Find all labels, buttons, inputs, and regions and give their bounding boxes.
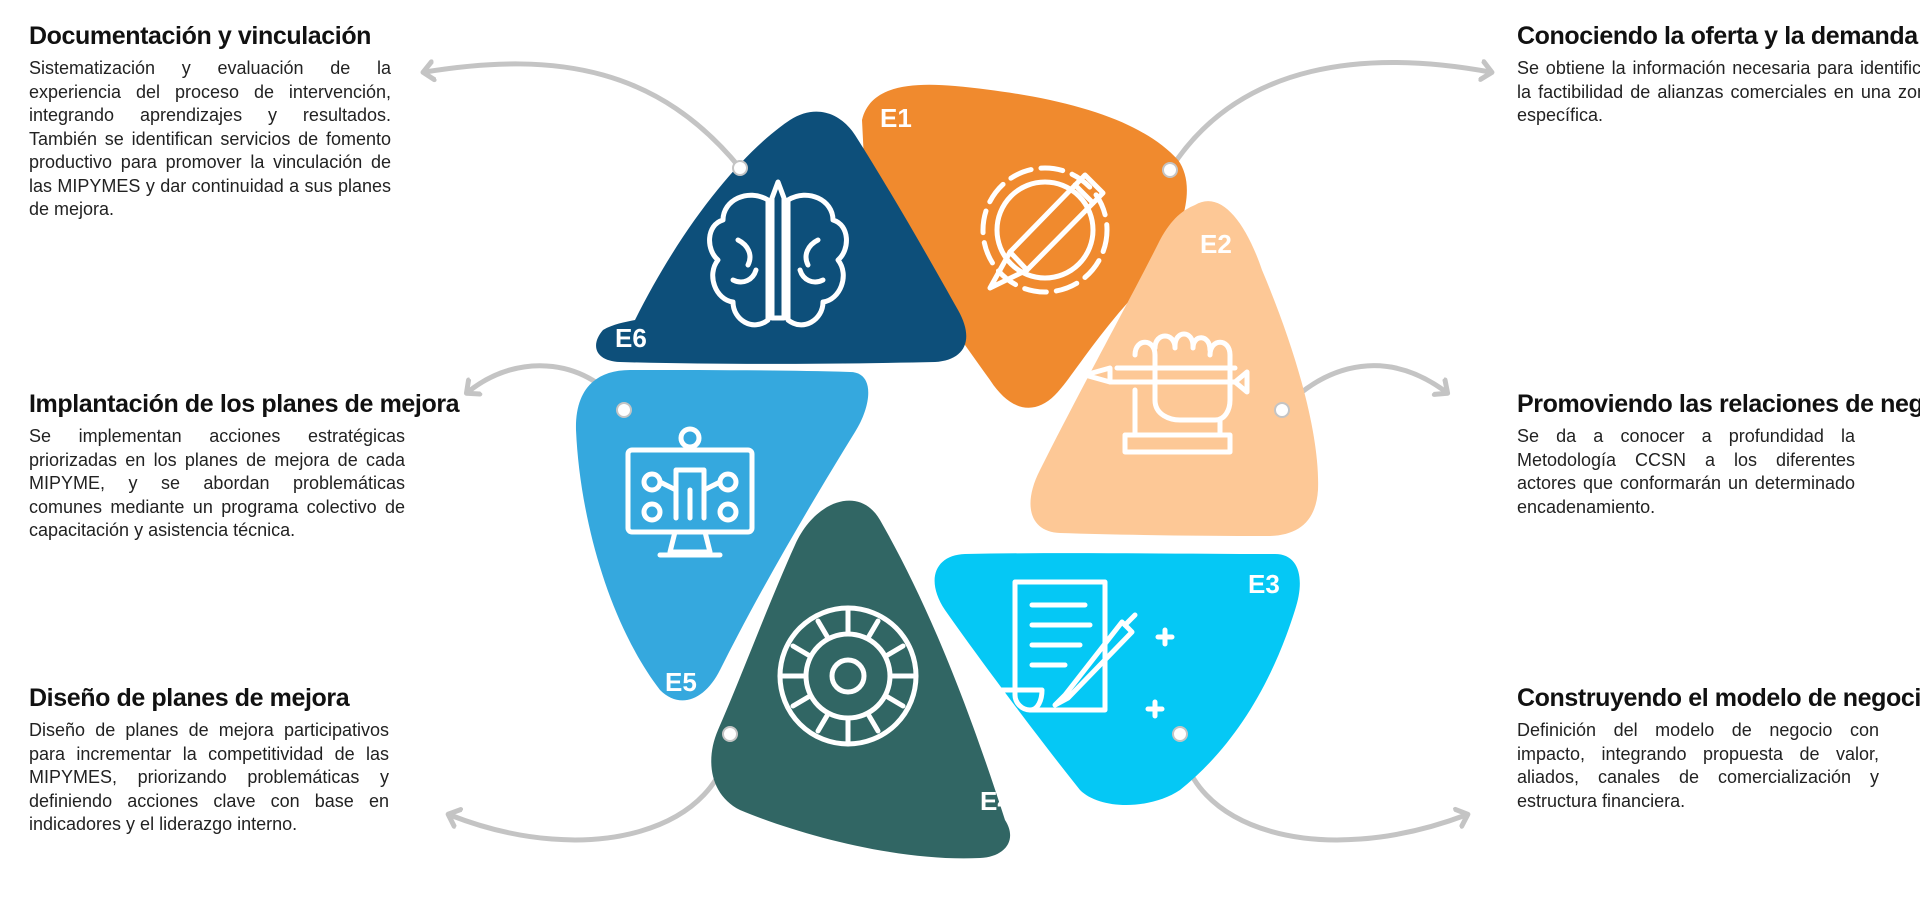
petal-e6 xyxy=(596,111,967,364)
stage-code-e2: E2 xyxy=(1200,229,1232,259)
stage-code-e6: E6 xyxy=(615,323,647,353)
stage-block-e5: Implantación de los planes de mejora Se … xyxy=(29,390,460,543)
connector-dots xyxy=(616,160,1290,742)
stage-code-e5: E5 xyxy=(665,667,697,697)
stage-title-e2: Promoviendo las relaciones de negocio xyxy=(1517,390,1920,418)
stage-block-e6: Documentación y vinculación Sistematizac… xyxy=(29,22,391,222)
stage-text-e6: Sistematización y evaluación de la exper… xyxy=(29,58,391,219)
petal-e3 xyxy=(934,553,1300,805)
stage-code-e3: E3 xyxy=(1248,569,1280,599)
connector-e1 xyxy=(1167,63,1490,173)
petal-e4 xyxy=(711,500,1011,859)
monitor-person-icon xyxy=(625,426,755,558)
connector-e6 xyxy=(425,64,743,171)
connector-e4 xyxy=(450,731,733,843)
stage-text-e5: Se implementan acciones estratégicas pri… xyxy=(29,426,405,540)
hand-pencil-icon xyxy=(1082,331,1250,455)
petal-e5 xyxy=(575,370,869,701)
connector-dot-e4 xyxy=(722,726,738,742)
connector-dot-e6 xyxy=(732,160,748,176)
stage-text-e4: Diseño de planes de mejora participativo… xyxy=(29,720,389,834)
connector-dot-e2 xyxy=(1274,402,1290,418)
stage-block-e3: Construyendo el modelo de negocio Defini… xyxy=(1517,684,1920,813)
target-gear-icon xyxy=(777,605,919,747)
connector-e3 xyxy=(1177,731,1466,843)
stage-block-e2: Promoviendo las relaciones de negocio Se… xyxy=(1517,390,1920,519)
stage-title-e1: Conociendo la oferta y la demanda xyxy=(1517,22,1918,50)
stage-text-e3: Definición del modelo de negocio con imp… xyxy=(1517,720,1879,811)
stage-title-e5: Implantación de los planes de mejora xyxy=(29,390,460,418)
connector-dot-e5 xyxy=(616,402,632,418)
connector-dot-e3 xyxy=(1172,726,1188,742)
connector-dot-e1 xyxy=(1162,162,1178,178)
stage-code-e4: E4 xyxy=(980,786,1012,816)
petal-e1 xyxy=(862,84,1187,408)
stage-block-e4: Diseño de planes de mejora Diseño de pla… xyxy=(29,684,389,837)
stage-text-e2: Se da a conocer a profundidad la Metodol… xyxy=(1517,426,1855,517)
stage-text-e1: Se obtiene la información necesaria para… xyxy=(1517,58,1920,125)
stage-title-e3: Construyendo el modelo de negocio xyxy=(1517,684,1920,712)
document-pencil-icon xyxy=(997,579,1175,719)
stage-title-e6: Documentación y vinculación xyxy=(29,22,372,50)
gear-pencil-icon xyxy=(980,165,1110,295)
stage-code-e1: E1 xyxy=(880,103,912,133)
brain-pencil-icon xyxy=(707,179,849,328)
stage-title-e4: Diseño de planes de mejora xyxy=(29,684,350,712)
stage-block-e1: Conociendo la oferta y la demanda Se obt… xyxy=(1517,22,1920,128)
